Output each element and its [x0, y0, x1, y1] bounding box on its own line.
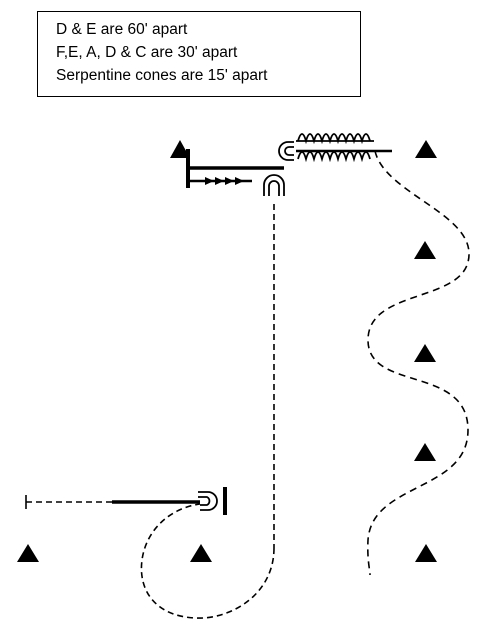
cone-bottom-left-icon	[17, 544, 39, 562]
serpentine-coil-lower	[297, 151, 371, 163]
u-turn-top-icon	[263, 174, 285, 196]
cone-bottom-right-icon	[415, 544, 437, 562]
legend-line-3: Serpentine cones are 15' apart	[56, 67, 268, 84]
u-turn-bottom-icon	[198, 491, 218, 511]
cone-bottom-middle-icon	[190, 544, 212, 562]
cone-serpentine-3-icon	[414, 443, 436, 461]
cone-top-right-icon	[415, 140, 437, 158]
legend-line-1: D & E are 60' apart	[56, 21, 188, 38]
dashed-serpentine-path	[366, 150, 470, 576]
direction-arrows-icon	[205, 177, 244, 185]
cone-serpentine-2-icon	[414, 344, 436, 362]
cone-serpentine-1-icon	[414, 241, 436, 259]
cone-top-left-icon	[170, 140, 190, 158]
legend-box: D & E are 60' apart F,E, A, D & C are 30…	[37, 11, 361, 97]
serpentine-coil-upper	[297, 133, 371, 145]
u-turn-top-right-icon	[278, 141, 294, 161]
legend-line-2: F,E, A, D & C are 30' apart	[56, 44, 238, 61]
